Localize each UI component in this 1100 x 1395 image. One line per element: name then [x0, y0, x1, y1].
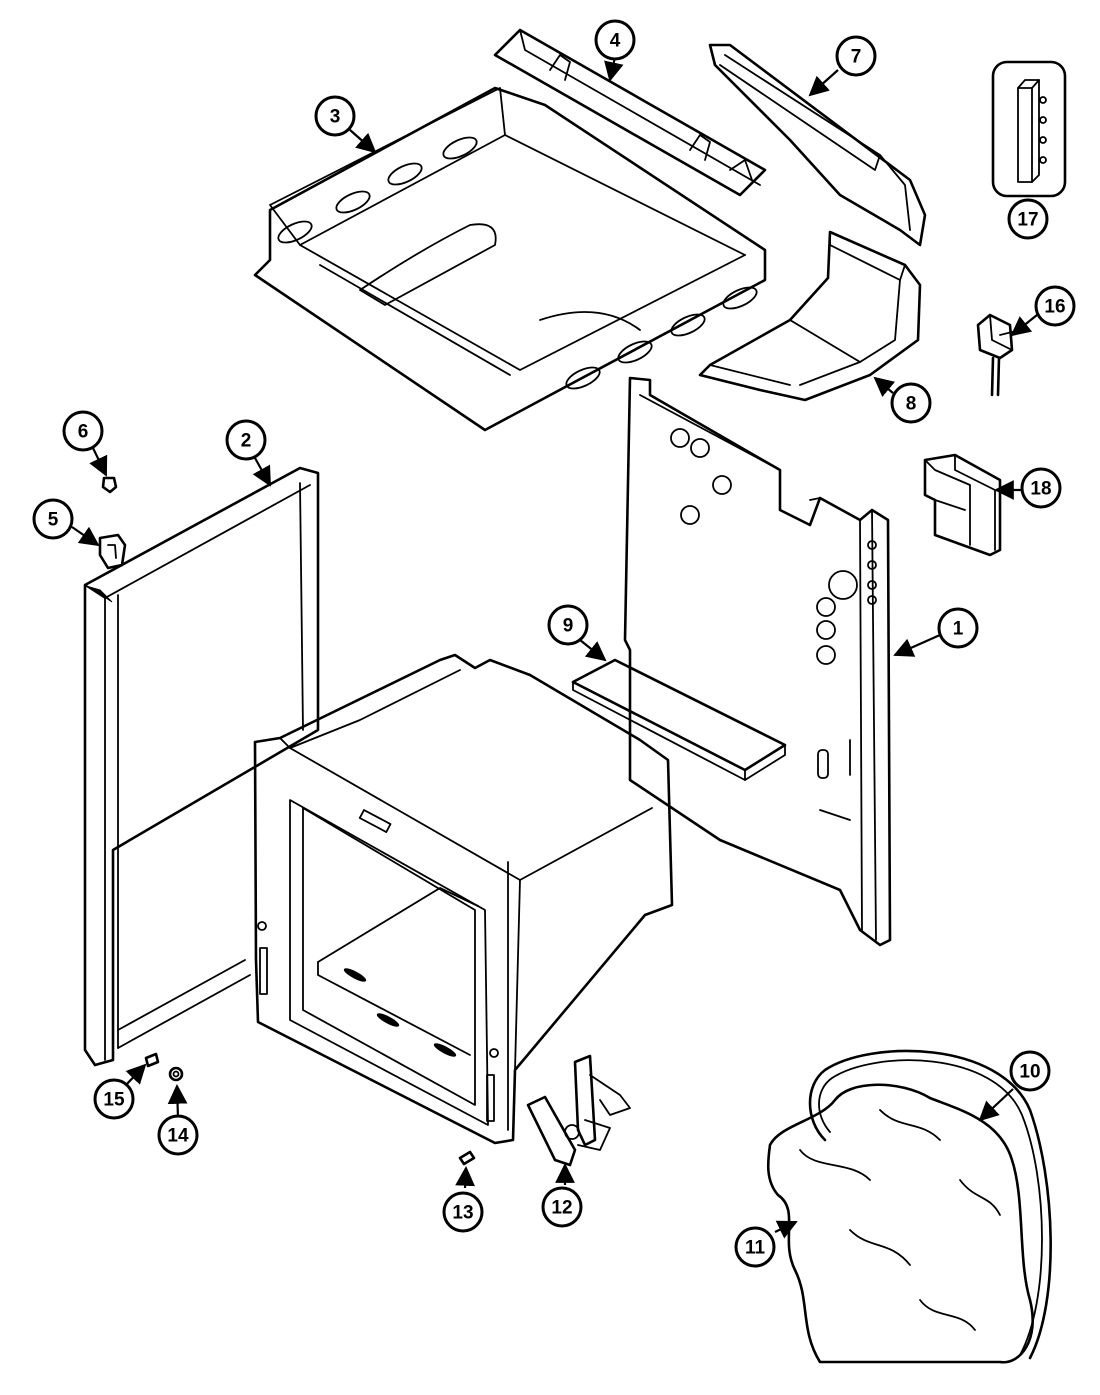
- callout-label-16: 16: [1044, 297, 1065, 318]
- oven-cavity: [253, 653, 674, 1145]
- callout-label-11: 11: [745, 1238, 766, 1259]
- part-18-bracket: [923, 453, 1002, 557]
- part-14-grommet: [168, 1066, 184, 1082]
- callout-2: 2: [225, 419, 267, 461]
- callout-11: 11: [734, 1226, 776, 1268]
- callout-12: 12: [541, 1186, 583, 1228]
- part-12-hinge: [526, 1054, 631, 1167]
- callout-18: 18: [1020, 467, 1062, 509]
- callout-label-13: 13: [452, 1203, 473, 1224]
- callout-8: 8: [890, 382, 932, 424]
- callout-label-17: 17: [1017, 210, 1038, 231]
- leader-lines: [71, 56, 1038, 1239]
- part-15-screw: [144, 1052, 160, 1068]
- callout-label-6: 6: [78, 422, 89, 443]
- callout-label-12: 12: [551, 1198, 572, 1219]
- part-7-duct: [708, 43, 927, 247]
- callout-label-18: 18: [1030, 479, 1051, 500]
- callout-label-7: 7: [851, 47, 862, 68]
- callout-15: 15: [93, 1078, 135, 1120]
- part-9-plate: [571, 658, 787, 781]
- part-11-insulation: [766, 1083, 1034, 1364]
- callout-label-1: 1: [953, 619, 964, 640]
- callout-16: 16: [1034, 285, 1076, 327]
- callout-6: 6: [62, 410, 104, 452]
- part-2-front-frame: [83, 466, 320, 1067]
- callout-1: 1: [937, 607, 979, 649]
- callout-9: 9: [547, 604, 589, 646]
- callout-label-15: 15: [103, 1090, 125, 1111]
- part-5-clip: [98, 533, 127, 570]
- callout-label-10: 10: [1019, 1062, 1040, 1083]
- part-4-bracket: [493, 28, 767, 197]
- callout-label-3: 3: [330, 107, 341, 128]
- callout-14: 14: [157, 1114, 199, 1156]
- callout-5: 5: [32, 498, 74, 540]
- part-10-gasket: [808, 1049, 1052, 1360]
- callout-13: 13: [442, 1191, 484, 1233]
- callout-17: 17: [1007, 198, 1049, 240]
- part-17-terminal-block: [991, 60, 1067, 198]
- callout-label-5: 5: [48, 510, 59, 531]
- callout-label-4: 4: [610, 31, 621, 52]
- callout-3: 3: [314, 95, 356, 137]
- part-8-duct: [698, 230, 922, 402]
- part-6-screw: [101, 476, 118, 494]
- callout-10: 10: [1009, 1050, 1051, 1092]
- callout-label-9: 9: [563, 616, 574, 637]
- callout-label-8: 8: [906, 394, 917, 415]
- part-3-top-pan: [253, 86, 767, 432]
- part-13-screw: [458, 1150, 476, 1166]
- callout-7: 7: [835, 35, 877, 77]
- part-16-cord: [976, 313, 1021, 397]
- callout-4: 4: [594, 19, 636, 61]
- part-1-side-panel: [623, 376, 892, 947]
- callout-label-14: 14: [167, 1126, 189, 1147]
- callout-label-2: 2: [241, 431, 252, 452]
